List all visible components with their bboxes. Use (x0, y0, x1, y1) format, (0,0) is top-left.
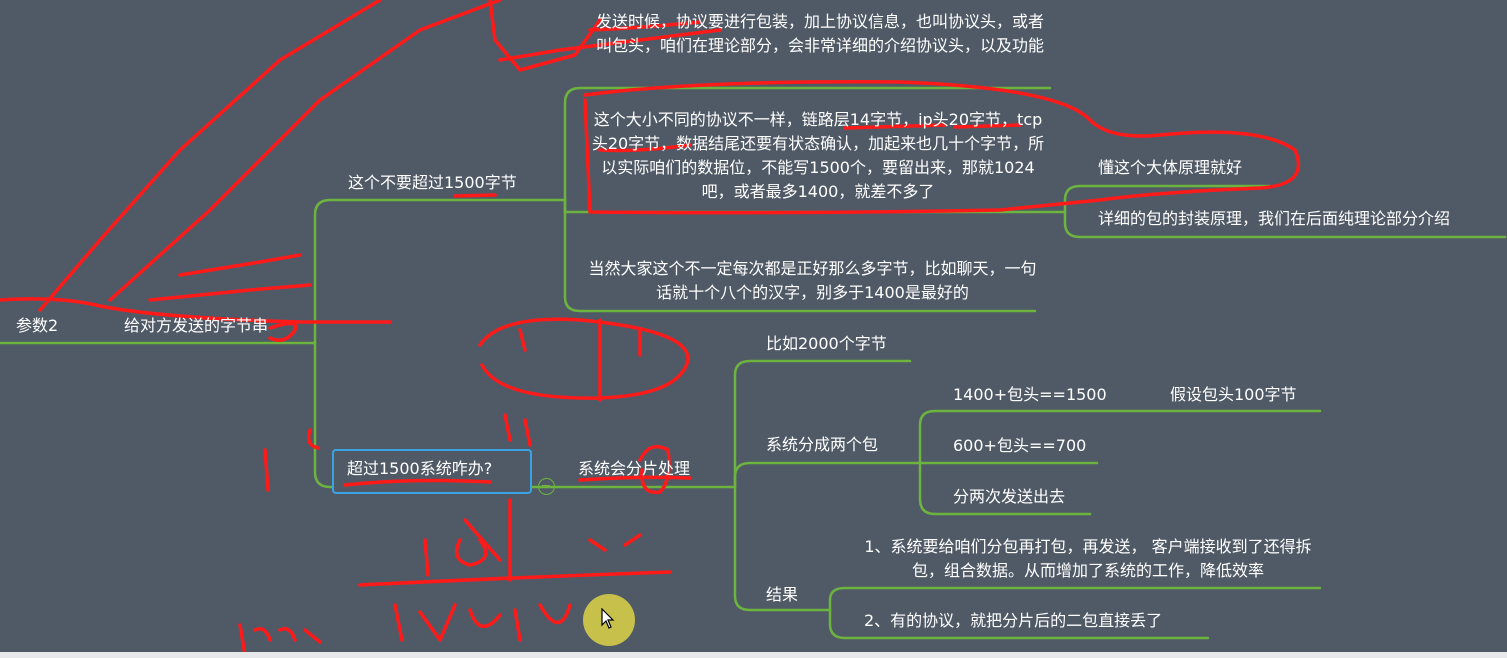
node-send-twice[interactable]: 分两次发送出去 (953, 487, 1066, 506)
branch-result2 (828, 608, 1210, 640)
ink-header-underline (588, 20, 702, 32)
ink-underline-ip (953, 123, 1022, 129)
branch-example (733, 359, 912, 489)
node-detail-later[interactable]: 详细的包的封装原理，我们在后面纯理论部分介绍 (1098, 209, 1451, 228)
ink-fragment-underline (578, 475, 692, 482)
node-fragment[interactable]: 系统会分片处理 (578, 459, 691, 478)
mouse-cursor-highlight (583, 594, 635, 646)
selected-node-frame[interactable] (332, 449, 532, 494)
ink-over-underline (343, 478, 492, 487)
node-result2[interactable]: 2、有的协议，就把分片后的二包直接丢了 (864, 611, 1163, 630)
branch-send-twice (918, 461, 1092, 516)
ink-wave-loop (583, 80, 1301, 215)
branch-limit-lower (563, 198, 1037, 313)
ink-underline-14 (843, 123, 947, 130)
node-assume-header[interactable]: 假设包头100字节 (1170, 385, 1297, 404)
ink-arrow-diagonal-1 (108, 0, 502, 302)
bottom-scrollbar-strip[interactable] (0, 652, 1507, 658)
ink-circle-marks (518, 328, 642, 357)
ink-top-underline (498, 28, 722, 62)
branch-principle (1063, 184, 1272, 214)
node-header-info[interactable]: 发送时候，协议要进行包装，加上协议信息，也叫协议头，或者叫包头，咱们在理论部分，… (595, 12, 1044, 55)
node-result1[interactable]: 1、系统要给咱们分包再打包，再发送， 客户端接收到了还得拆包，组合数据。从而增加… (864, 537, 1312, 580)
branch-main-split-lower (313, 341, 334, 489)
ink-one-left-2 (306, 428, 320, 450)
ink-bottom-2 (253, 627, 322, 644)
ink-numerator-extra (463, 518, 502, 562)
branch-main-split (313, 198, 567, 345)
branch-result (733, 485, 832, 612)
branch-limit-split (563, 86, 1052, 202)
ink-fragment-circle (638, 444, 671, 495)
handwritten-annotations (0, 0, 1301, 657)
ink-bottom-4 (468, 603, 572, 642)
ink-top-arrow (488, 0, 602, 72)
ink-limit-underline (453, 193, 497, 198)
ink-right-marks (588, 533, 642, 552)
node-packet2[interactable]: 600+包头==700 (953, 436, 1087, 455)
ink-small-marks (503, 413, 532, 447)
ink-circle-oval (478, 317, 690, 400)
ink-bracket-lines-2 (148, 283, 312, 302)
node-size-detail[interactable]: 这个大小不同的协议不一样，链路层14字节，ip头20字节，tcp头20字节，数据… (591, 110, 1045, 201)
node-over-limit[interactable]: 超过1500系统咋办? (347, 459, 493, 478)
ink-bottom-14 (393, 603, 457, 642)
ink-bottom-1 (238, 623, 247, 657)
ink-bracket-lines (178, 253, 302, 277)
node-main[interactable]: 给对方发送的字节串 (124, 316, 269, 335)
pointer-icon (601, 608, 615, 629)
ink-main-scribble (268, 321, 298, 342)
branch-packet1 (918, 409, 1322, 465)
node-limit[interactable]: 这个不要超过1500字节 (348, 173, 517, 192)
node-split-two[interactable]: 系统分成两个包 (766, 435, 879, 454)
node-chat-note[interactable]: 当然大家这个不一定每次都是正好那么多字节，比如聊天，一句话就十个八个的汉字，别多… (588, 259, 1037, 302)
collapse-toggle-icon[interactable] (538, 478, 555, 495)
ink-underline-tcp (598, 143, 692, 153)
branch-split-two (733, 461, 922, 489)
node-example[interactable]: 比如2000个字节 (766, 334, 887, 353)
ink-arrow-diagonal-2 (38, 0, 382, 312)
node-principle[interactable]: 懂这个大体原理就好 (1098, 158, 1243, 177)
node-root[interactable]: 参数2 (16, 316, 59, 335)
node-result[interactable]: 结果 (766, 585, 799, 604)
ink-numerator-1 (423, 538, 430, 577)
ink-one-left (263, 448, 270, 492)
node-packet1[interactable]: 1400+包头==1500 (953, 385, 1107, 404)
ink-fraction-line (358, 570, 672, 587)
branch-detail (1063, 210, 1507, 239)
ink-numerator-zero (454, 538, 488, 567)
ink-root-underline (0, 297, 392, 324)
branch-result1 (828, 586, 1322, 612)
